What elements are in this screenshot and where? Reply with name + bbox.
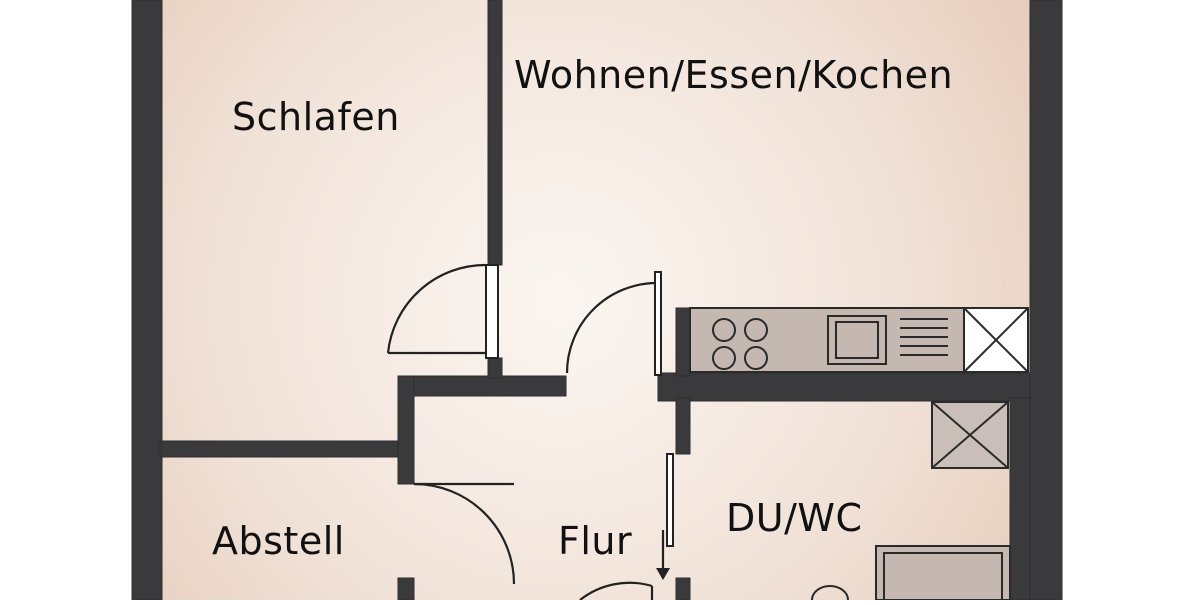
stove-burner-icon xyxy=(712,346,736,370)
sink-icon xyxy=(827,315,887,365)
wall-flur-bath-bottom xyxy=(675,577,691,601)
floor-area xyxy=(160,0,1030,600)
outer-wall-right xyxy=(1029,0,1063,601)
wall-schlafen-wohnen xyxy=(487,0,503,266)
stove-burner-icon xyxy=(744,346,768,370)
shower-tray xyxy=(875,545,1011,601)
toilet-icon xyxy=(811,585,849,601)
door-swing-flur-bottom xyxy=(579,581,653,601)
room-label-wohnen: Wohnen/Essen/Kochen xyxy=(514,53,953,97)
outer-wall-left xyxy=(131,0,163,601)
sink-basin-icon xyxy=(835,321,879,359)
fridge-cross-line xyxy=(963,307,1029,373)
wall-kitchen-left xyxy=(675,307,691,377)
wall-bath-top xyxy=(657,372,1031,402)
wall-flur-bath xyxy=(675,397,691,455)
door-leaf-schlafen xyxy=(485,264,499,359)
sliding-door-bath xyxy=(666,453,674,547)
sliding-arrow-icon xyxy=(656,568,670,580)
wall-flur-left-bottom xyxy=(397,577,415,601)
door-swing-abstell xyxy=(413,482,516,585)
room-label-du-wc: DU/WC xyxy=(726,496,862,540)
room-label-flur: Flur xyxy=(558,519,632,563)
door-leaf-wohnen xyxy=(654,271,662,376)
wall-flur-left xyxy=(397,375,415,485)
wall-schlafen-abstell xyxy=(159,440,407,458)
wall-bath-right xyxy=(1009,397,1031,601)
wall-flur-top-left xyxy=(397,375,567,397)
door-swing-schlafen xyxy=(386,263,487,354)
stove-burner-icon xyxy=(712,318,736,342)
room-label-schlafen: Schlafen xyxy=(232,95,400,139)
wall-stub-door xyxy=(487,357,503,379)
stove-burner-icon xyxy=(744,318,768,342)
room-label-abstell: Abstell xyxy=(212,519,345,563)
shaft-cross-line xyxy=(931,401,1009,469)
door-swing-wohnen xyxy=(565,281,658,374)
